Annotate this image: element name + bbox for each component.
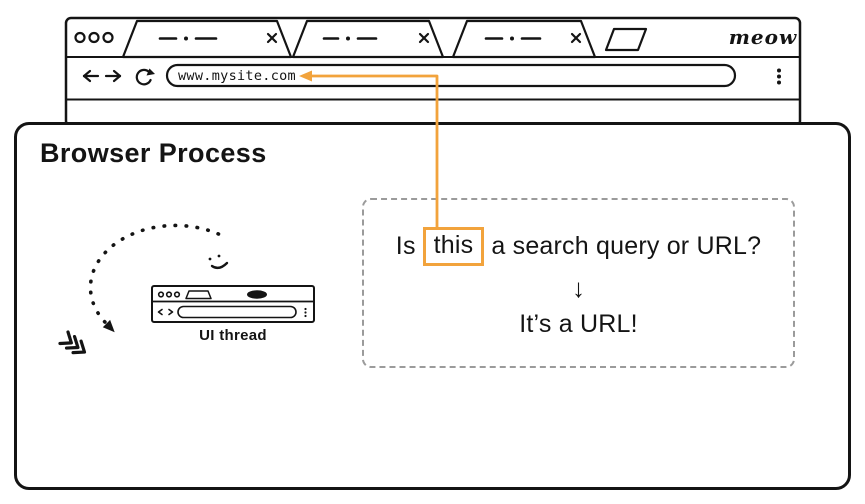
url-text: www.mysite.com bbox=[178, 68, 296, 84]
tab-close-icon[interactable] bbox=[570, 32, 582, 44]
tab-1[interactable] bbox=[121, 19, 293, 59]
forward-button[interactable] bbox=[104, 69, 122, 83]
answer-text: It’s a URL! bbox=[519, 310, 638, 338]
ui-thread-label: UI thread bbox=[199, 327, 267, 344]
question-prefix: Is bbox=[395, 232, 416, 260]
highlighted-word: this bbox=[422, 227, 485, 266]
kebab-menu-icon[interactable] bbox=[777, 68, 781, 85]
window-controls-icon[interactable] bbox=[74, 31, 114, 44]
process-title: Browser Process bbox=[40, 138, 267, 168]
tab-3[interactable] bbox=[451, 19, 597, 59]
question-line: Is this a search query or URL? bbox=[396, 227, 761, 266]
tab-close-icon[interactable] bbox=[418, 32, 430, 44]
brand-logo: meow bbox=[728, 25, 798, 49]
tab-close-icon[interactable] bbox=[266, 32, 278, 44]
down-arrow-icon: ↓ bbox=[572, 273, 585, 303]
address-bar-field[interactable] bbox=[165, 63, 737, 88]
new-tab-button[interactable] bbox=[604, 27, 648, 52]
back-button[interactable] bbox=[82, 69, 100, 83]
reload-button[interactable] bbox=[135, 68, 155, 86]
question-suffix: a search query or URL? bbox=[491, 232, 762, 260]
decision-box: Is this a search query or URL? ↓ It’s a … bbox=[362, 198, 795, 368]
tab-2[interactable] bbox=[291, 19, 445, 59]
